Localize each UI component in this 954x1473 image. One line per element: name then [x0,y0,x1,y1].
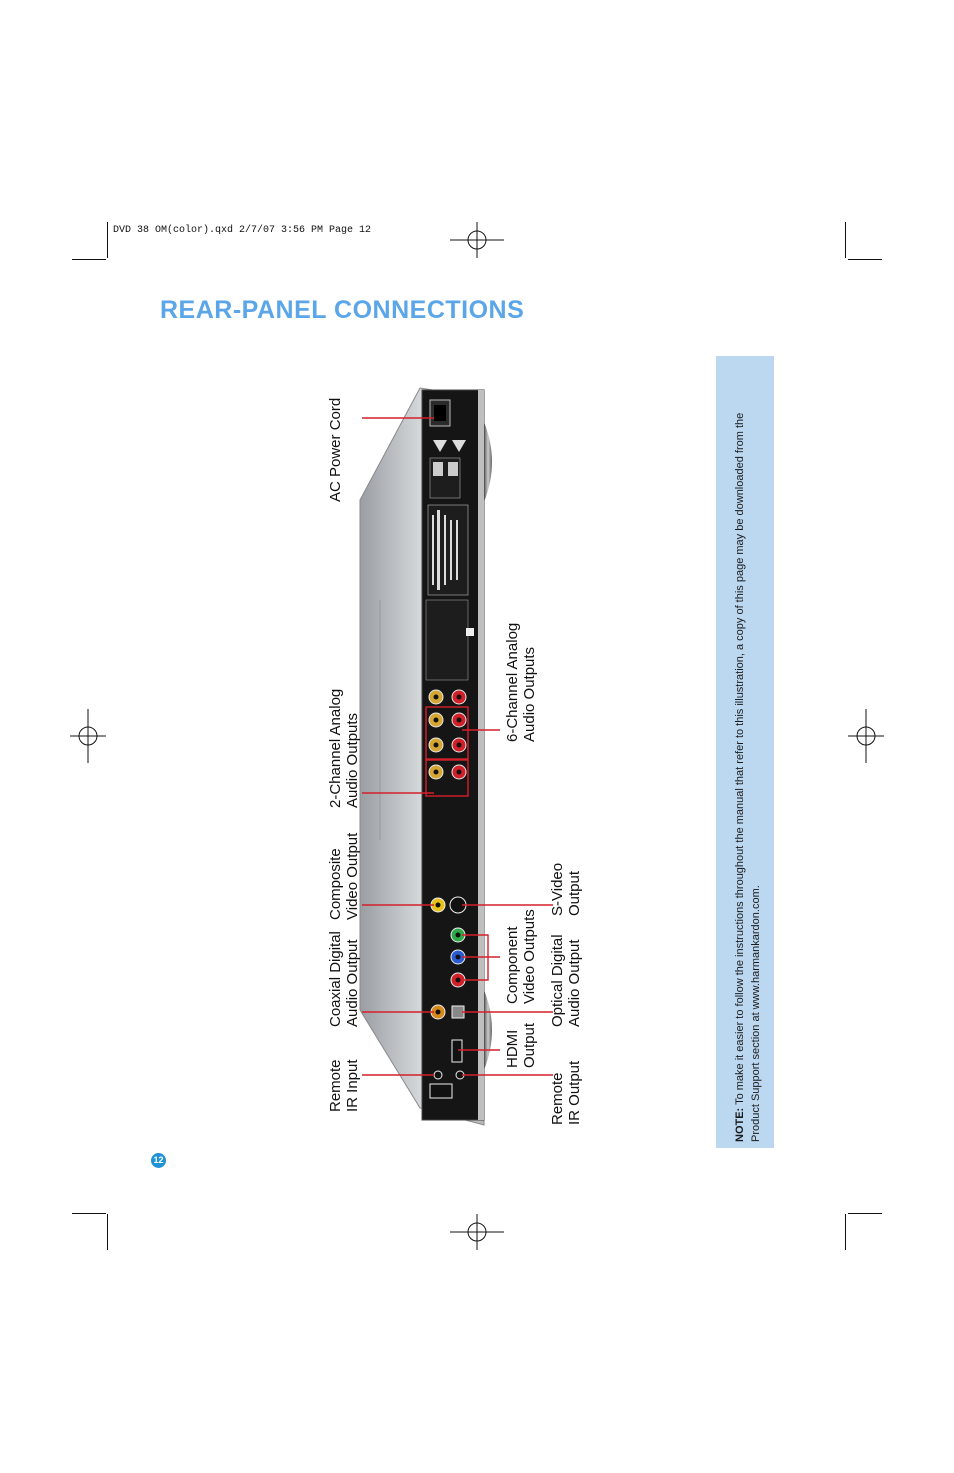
note-body: To make it easier to follow the instruct… [734,412,762,1142]
label-ac-power-cord: AC Power Cord [327,397,344,502]
page-title: REAR-PANEL CONNECTIONS [160,296,525,324]
page-number: 12 [151,1153,166,1168]
note-text: NOTE: To make it easier to follow the in… [732,372,764,1142]
note-label: NOTE: [734,1107,746,1142]
note-box: NOTE: To make it easier to follow the in… [716,356,774,1148]
file-slug: DVD 38 OM(color).qxd 2/7/07 3:56 PM Page… [113,225,372,236]
